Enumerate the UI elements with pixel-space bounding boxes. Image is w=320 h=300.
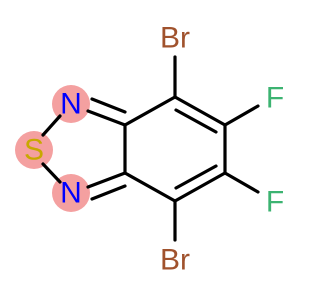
bond-c6-f-bottom	[223, 171, 260, 194]
bond-c7-c-fused-bottom	[123, 171, 177, 203]
bond-s-n-bottom	[41, 162, 62, 184]
bond-n-top-c-fused-top-double	[90, 97, 127, 114]
bond-c4-c5	[173, 95, 227, 127]
fluorine-top-label: F	[266, 82, 284, 115]
bond-s-n-top	[41, 114, 62, 137]
nitrogen-top-label: N	[60, 88, 82, 121]
bond-c-fused-top-c4	[123, 95, 177, 127]
s-highlight	[15, 131, 53, 169]
bond-n-top-c-fused-top	[86, 109, 127, 127]
atom-labels: Br F N S N F Br	[24, 22, 284, 277]
n-top-highlight	[52, 85, 90, 123]
bond-n-bottom-c-fused-bottom-double	[90, 184, 127, 201]
molecule-structure: Br F N S N F Br	[15, 22, 284, 277]
sulfur-label: S	[24, 134, 44, 167]
ring-highlights	[15, 85, 90, 212]
bond-c4-c5-double	[174, 108, 218, 134]
n-bottom-highlight	[52, 174, 90, 212]
bonds	[41, 55, 260, 242]
bond-c6-c7	[173, 171, 227, 203]
bond-c5-f-top	[223, 104, 260, 127]
fluorine-bottom-label: F	[266, 186, 284, 219]
bromine-bottom-label: Br	[160, 244, 190, 277]
nitrogen-bottom-label: N	[60, 177, 82, 210]
bond-n-bottom-c-fused-bottom	[86, 171, 127, 189]
bond-c6-c7-double	[174, 164, 218, 190]
bromine-top-label: Br	[160, 22, 190, 55]
